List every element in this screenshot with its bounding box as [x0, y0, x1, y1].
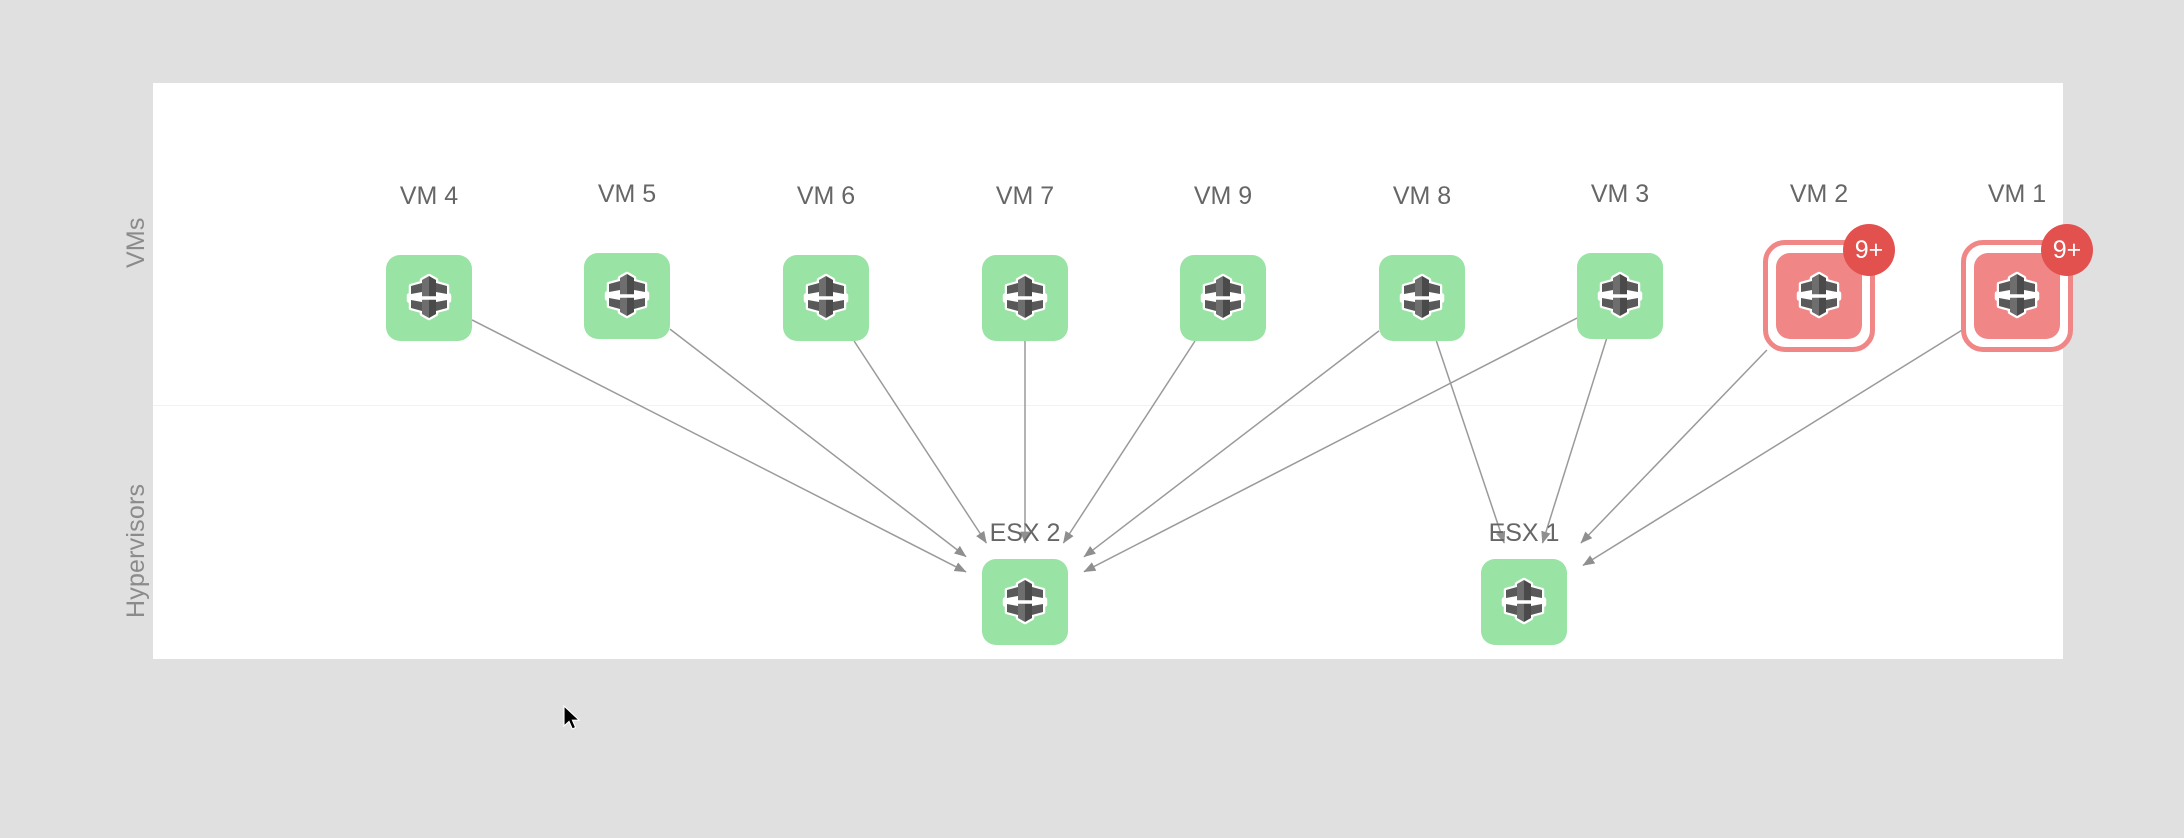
graph-canvas[interactable]: VM 4 VM 5 VM 6 VM 7 VM 9 VM 8 VM 3 VM 2 9+ VM 1 9+… — [153, 83, 2093, 659]
node-label-vm1: VM 1 — [1987, 180, 2047, 208]
server-icon — [1501, 577, 1547, 625]
node-label-vm2: VM 2 — [1789, 180, 1849, 208]
lane-label-hypervisors: Hypervisors — [122, 483, 150, 618]
alert-badge[interactable]: 9+ — [1843, 224, 1895, 276]
node-box[interactable] — [386, 255, 472, 341]
server-icon — [1002, 273, 1048, 321]
server-icon — [1597, 271, 1643, 319]
server-icon — [1200, 273, 1246, 321]
node-box[interactable] — [1180, 255, 1266, 341]
node-box[interactable] — [1481, 559, 1567, 645]
node-label-vm8: VM 8 — [1392, 182, 1452, 210]
server-icon — [406, 273, 452, 321]
node-label-vm5: VM 5 — [597, 180, 657, 208]
node-label-vm4: VM 4 — [399, 182, 459, 210]
node-box[interactable] — [1974, 253, 2060, 339]
edge-vm1-esx1 — [1582, 328, 1964, 567]
server-icon — [803, 273, 849, 321]
lane-label-vms: VMs — [122, 217, 150, 268]
node-label-esx2: ESX 2 — [989, 519, 1061, 547]
node-box[interactable] — [584, 253, 670, 339]
edge-layer — [471, 317, 1964, 573]
mouse-cursor — [563, 705, 581, 730]
edge-vm6-esx2 — [853, 340, 988, 544]
server-icon — [604, 271, 650, 319]
node-box[interactable] — [982, 255, 1068, 341]
node-box[interactable] — [783, 255, 869, 341]
node-label-vm7: VM 7 — [995, 182, 1055, 210]
node-box[interactable] — [1776, 253, 1862, 339]
lane-divider — [153, 405, 2063, 406]
alert-badge[interactable]: 9+ — [2041, 224, 2093, 276]
node-box[interactable] — [1577, 253, 1663, 339]
server-icon — [1796, 271, 1842, 319]
server-icon — [1399, 273, 1445, 321]
edge-vm9-esx2 — [1062, 340, 1196, 544]
edge-vm4-esx2 — [471, 319, 967, 573]
node-label-vm9: VM 9 — [1193, 182, 1253, 210]
node-box[interactable] — [1379, 255, 1465, 341]
server-icon — [1002, 577, 1048, 625]
node-label-vm6: VM 6 — [796, 182, 856, 210]
edge-vm8-esx1 — [1435, 340, 1506, 544]
node-box[interactable] — [982, 559, 1068, 645]
server-icon — [1994, 271, 2040, 319]
node-label-vm3: VM 3 — [1590, 180, 1650, 208]
edge-vm3-esx1 — [1541, 338, 1608, 544]
edge-vm2-esx1 — [1580, 349, 1768, 544]
node-label-esx1: ESX 1 — [1488, 519, 1560, 547]
